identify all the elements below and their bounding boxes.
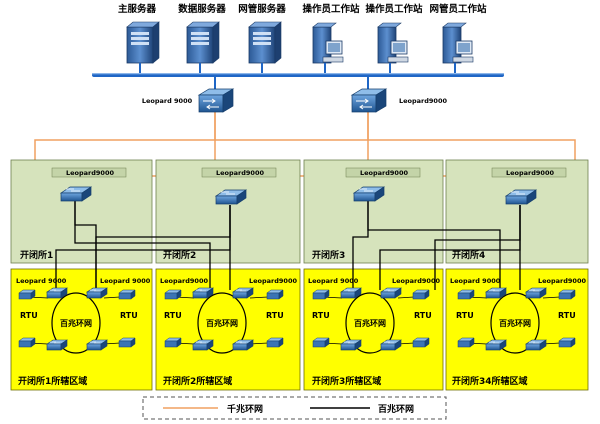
rtu-label: RTU	[20, 311, 38, 320]
rtu-icon[interactable]	[558, 289, 576, 300]
substation-4-switch-label: Leopard9000	[506, 169, 554, 177]
zone-4: Leopard 9000 Leopard9000 RTU RTU 百兆环网 开闭…	[450, 277, 586, 387]
rtu-icon[interactable]	[412, 337, 430, 348]
operator-workstation-1[interactable]: 操作员工作站	[302, 3, 360, 74]
operator-workstation-2-label: 操作员工作站	[365, 3, 423, 15]
rtu-icon[interactable]	[118, 289, 136, 300]
operator-workstation-2[interactable]: 操作员工作站	[365, 3, 423, 74]
rtu-label: RTU	[414, 311, 432, 320]
workstation-icon	[312, 22, 344, 64]
zone-2-label: 开闭所2所辖区域	[163, 375, 232, 387]
zone-1-switch-right-label: Leopard 9000	[100, 277, 151, 285]
zone-1-box	[10, 268, 153, 391]
rtu-icon[interactable]	[118, 337, 136, 348]
data-server[interactable]: 数据服务器	[177, 3, 226, 74]
core-switch-1-label: Leopard 9000	[142, 97, 193, 105]
switch-icon	[351, 88, 387, 113]
workstation-icon	[442, 22, 474, 64]
zone-2-switch-left-label: Leopard9000	[160, 277, 208, 285]
zone-row	[10, 268, 589, 391]
rtu-icon[interactable]	[412, 289, 430, 300]
substation-1-switch-label: Leopard9000	[66, 169, 114, 177]
fast-ring-links	[55, 200, 521, 290]
rtu-label: RTU	[164, 311, 182, 320]
substation-3-switch-label: Leopard9000	[360, 169, 408, 177]
substation-3: Leopard9000 开闭所3	[303, 159, 444, 264]
nms-workstation[interactable]: 网管员工作站	[429, 3, 487, 74]
zone-3-switch-left-label: Leopard 9000	[308, 277, 359, 285]
zone-1-switch-left-label: Leopard 9000	[16, 277, 67, 285]
rtu-icon[interactable]	[457, 337, 475, 348]
rtu-icon[interactable]	[18, 289, 36, 300]
operator-workstation-1-label: 操作员工作站	[302, 3, 360, 15]
zone-3-switch-right-label: Leopard9000	[392, 277, 440, 285]
zone-1-label: 开闭所1所辖区域	[18, 375, 87, 387]
rtu-icon[interactable]	[18, 337, 36, 348]
zone-4-switch-right-label: Leopard9000	[538, 277, 586, 285]
zone-1: Leopard 9000 Leopard 9000 RTU RTU 百兆环网 开…	[16, 277, 151, 387]
substation-2-switch-label: Leopard9000	[216, 169, 264, 177]
rtu-icon[interactable]	[266, 289, 284, 300]
backbone-bus	[92, 73, 504, 77]
legend-gigabit-label: 千兆环网	[227, 403, 263, 415]
zone-2-box	[155, 268, 301, 391]
rtu-label: RTU	[312, 311, 330, 320]
zone-2-ring-label: 百兆环网	[206, 318, 238, 328]
rtu-icon[interactable]	[558, 337, 576, 348]
substation-3-label: 开闭所3	[312, 249, 345, 261]
server-icon	[248, 21, 282, 64]
switch-icon	[198, 88, 234, 113]
server-row: 主服务器 数据服务器 网管服务器 操作员工作站 操作员工作站 网管员工作站	[118, 3, 487, 74]
rtu-icon[interactable]	[266, 337, 284, 348]
core-switch-2[interactable]: Leopard9000	[351, 88, 447, 113]
substation-1-label: 开闭所1	[20, 249, 53, 261]
zone-3-ring	[345, 292, 395, 354]
legend-fast-label: 百兆环网	[378, 403, 414, 415]
server-icon	[126, 21, 160, 64]
rtu-label: RTU	[266, 311, 284, 320]
substation-4-label: 开闭所4	[452, 249, 485, 261]
zone-2-ring	[197, 292, 247, 354]
nms-server[interactable]: 网管服务器	[238, 3, 286, 74]
core-switch-2-label: Leopard9000	[399, 97, 447, 105]
substation-4: Leopard9000 开闭所4	[445, 159, 589, 264]
rtu-label: RTU	[456, 311, 474, 320]
rtu-label: RTU	[558, 311, 576, 320]
workstation-icon	[377, 22, 409, 64]
substation-1: Leopard9000 开闭所1	[10, 159, 153, 264]
substation-2: Leopard9000 开闭所2	[155, 159, 301, 264]
zone-4-ring	[490, 292, 540, 354]
zone-2-switch-right-label: Leopard9000	[249, 277, 297, 285]
server-icon	[186, 21, 220, 64]
substation-2-label: 开闭所2	[163, 249, 196, 261]
nms-workstation-label: 网管员工作站	[429, 3, 487, 15]
zone-4-box	[445, 268, 589, 391]
main-server[interactable]: 主服务器	[118, 3, 160, 74]
rtu-label: RTU	[120, 311, 138, 320]
zone-3-ring-label: 百兆环网	[354, 318, 386, 328]
core-switch-1[interactable]: Leopard 9000	[142, 88, 234, 113]
zone-1-ring-label: 百兆环网	[60, 318, 92, 328]
substation-row: Leopard9000 开闭所1 Leopard9000 开闭所2 Leopar…	[10, 159, 589, 264]
rtu-icon[interactable]	[312, 337, 330, 348]
zone-1-ring	[51, 292, 101, 354]
zone-4-switch-left-label: Leopard 9000	[450, 277, 501, 285]
rtu-icon[interactable]	[164, 289, 182, 300]
rtu-icon[interactable]	[312, 289, 330, 300]
zone-4-ring-label: 百兆环网	[499, 318, 531, 328]
legend: 千兆环网 百兆环网	[142, 396, 447, 420]
zone-3-label: 开闭所3所辖区域	[312, 375, 381, 387]
zone-3-box	[303, 268, 444, 391]
main-server-label: 主服务器	[118, 3, 157, 15]
data-server-label: 数据服务器	[177, 3, 226, 15]
zone-3: Leopard 9000 Leopard9000 RTU RTU 百兆环网 开闭…	[308, 277, 440, 387]
nms-server-label: 网管服务器	[238, 3, 286, 15]
rtu-icon[interactable]	[457, 289, 475, 300]
zone-2: Leopard9000 Leopard9000 RTU RTU 百兆环网 开闭所…	[160, 277, 297, 387]
zone-4-label: 开闭所34所辖区域	[452, 375, 528, 387]
rtu-icon[interactable]	[164, 337, 182, 348]
legend-box	[142, 396, 447, 420]
